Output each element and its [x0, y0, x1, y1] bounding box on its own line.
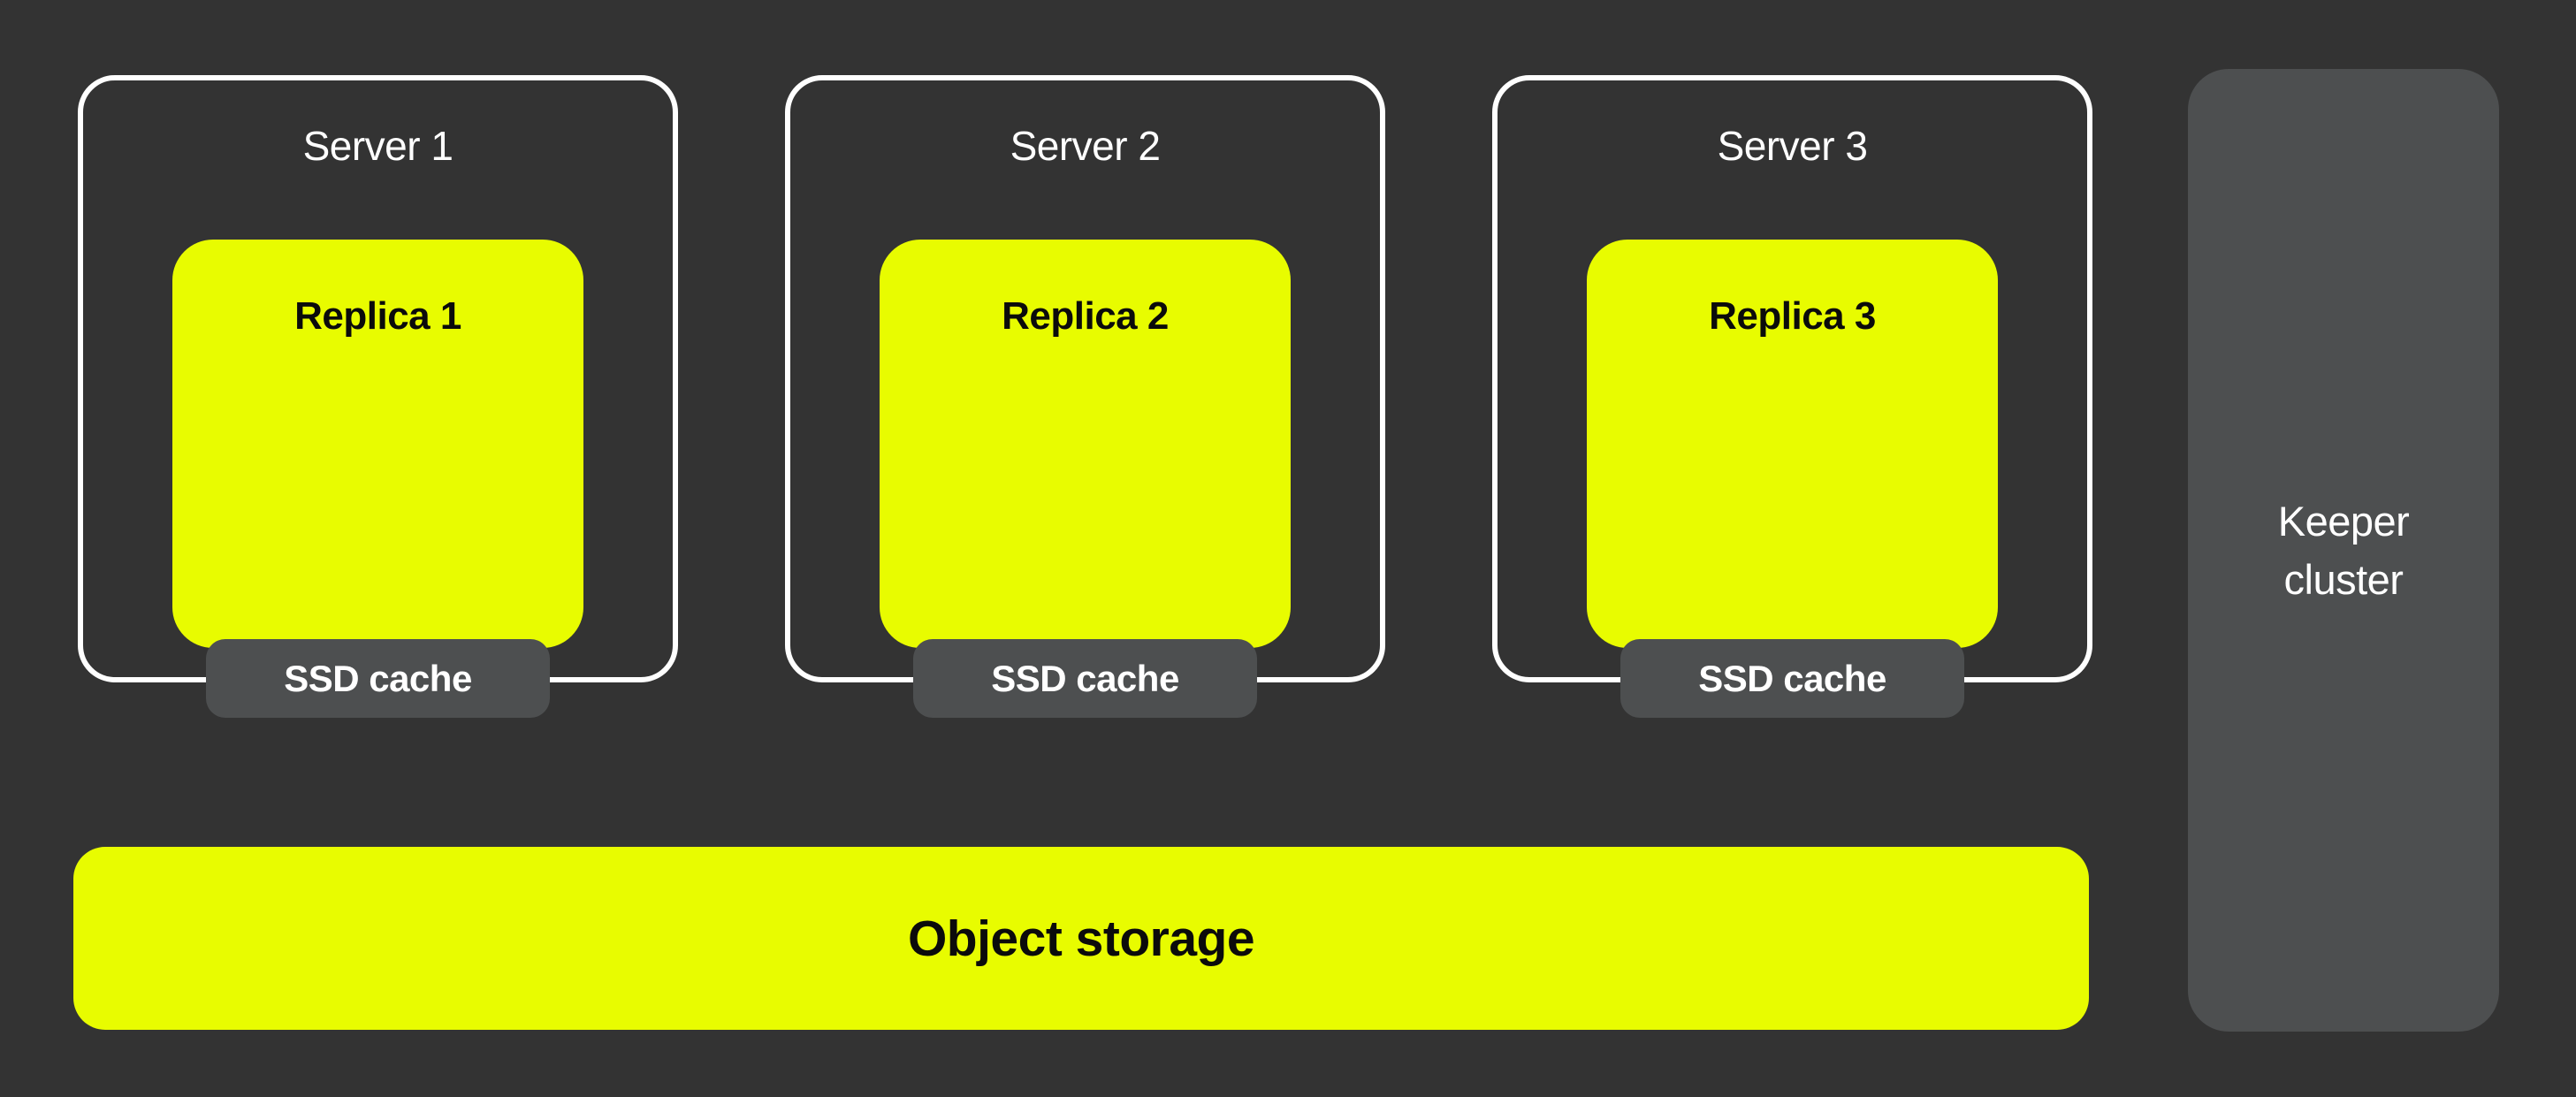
ssd-cache-3-label: SSD cache	[1698, 657, 1886, 699]
replica-1-box: Replica 1	[172, 240, 583, 648]
ssd-cache-2-box: SSD cache	[913, 639, 1257, 718]
keeper-cluster-box: Keeper cluster	[2188, 69, 2499, 1032]
server-1-title: Server 1	[302, 123, 453, 169]
server-3-title: Server 3	[1717, 123, 1868, 169]
replica-1-label: Replica 1	[294, 294, 461, 338]
ssd-cache-1-box: SSD cache	[206, 639, 550, 718]
ssd-cache-3-box: SSD cache	[1620, 639, 1964, 718]
ssd-cache-1-label: SSD cache	[284, 657, 472, 699]
server-2-group: Server 2 Replica 2 SSD cache	[785, 75, 1385, 718]
server-3-group: Server 3 Replica 3 SSD cache	[1492, 75, 2092, 718]
ssd-cache-2-label: SSD cache	[991, 657, 1179, 699]
replica-2-label: Replica 2	[1002, 294, 1169, 338]
replica-2-box: Replica 2	[880, 240, 1291, 648]
server-2-title: Server 2	[1010, 123, 1161, 169]
object-storage-box: Object storage	[73, 847, 2089, 1030]
server-1-group: Server 1 Replica 1 SSD cache	[78, 75, 678, 718]
keeper-cluster-label: Keeper cluster	[2277, 497, 2410, 603]
replica-3-box: Replica 3	[1587, 240, 1998, 648]
replica-3-label: Replica 3	[1709, 294, 1876, 338]
object-storage-label: Object storage	[907, 910, 1255, 967]
